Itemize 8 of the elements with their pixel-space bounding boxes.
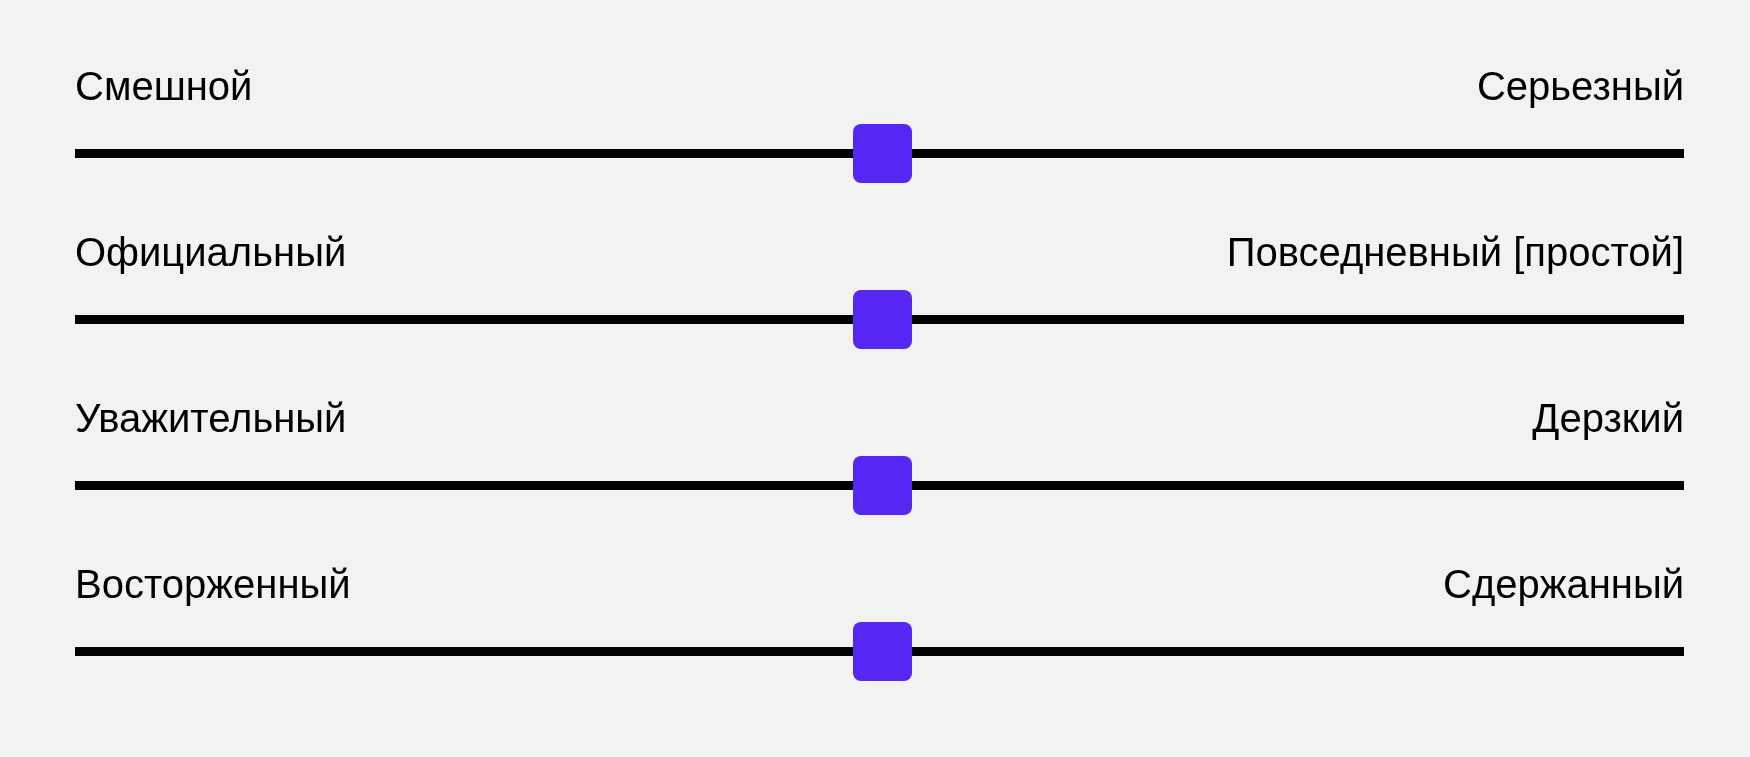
scale-label: Дерзкий xyxy=(1532,395,1684,442)
scale-label: Восторженный xyxy=(75,561,351,608)
scale-label: Уважительный xyxy=(75,395,347,442)
scale-label: Смешной xyxy=(75,63,253,110)
scale-label: Сдержанный xyxy=(1443,561,1684,608)
scale-label: Повседневный [простой] xyxy=(1226,229,1684,276)
scale-label: Серьезный xyxy=(1476,63,1684,110)
scale-label: Официальный xyxy=(75,229,347,276)
